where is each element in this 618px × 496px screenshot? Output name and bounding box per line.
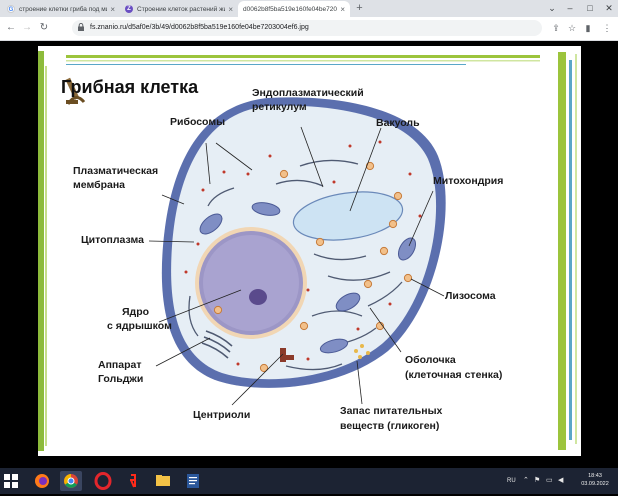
close-icon[interactable]: ✕: [605, 3, 613, 13]
label-golgi-line1: Аппарат: [98, 359, 142, 371]
tab-title: Строение клеток растений живо: [137, 5, 226, 13]
tab-title: строение клетки гриба под мик: [19, 5, 108, 13]
clock-date: 03.09.2022: [581, 481, 609, 487]
chrome-icon[interactable]: [60, 471, 82, 491]
menu-icon[interactable]: ⋮: [602, 23, 612, 33]
label-cytoplasm: Цитоплазма: [81, 234, 144, 246]
label-mitochondria: Митохондрия: [433, 175, 504, 187]
reload-icon[interactable]: ↻: [39, 22, 49, 33]
site-icon: Z: [125, 5, 133, 13]
tray-flag-icon[interactable]: ⚑: [534, 477, 541, 484]
tab-search[interactable]: G строение клетки гриба под мик ×: [2, 1, 120, 17]
label-lysosome: Лизосома: [445, 290, 496, 302]
label-membrane-line1: Плазматическая: [73, 165, 159, 177]
tab-strip: G строение клетки гриба под мик × Z Стро…: [0, 0, 618, 17]
close-tab-icon[interactable]: ×: [340, 4, 345, 14]
browser-toolbar: ← → ↻ fs.znanio.ru/d5af0e/3b/49/d0062b8f…: [0, 17, 618, 41]
new-tab-button[interactable]: +: [356, 2, 363, 14]
cell-diagram-image: [38, 46, 581, 456]
lock-icon: [78, 23, 84, 31]
tab-image[interactable]: d0062b8f5ba519e160fe04be7203 ×: [238, 1, 350, 17]
page-viewport: Грибная клетка Рибосомы Эндоплазматическ…: [0, 41, 618, 468]
files-icon[interactable]: [152, 471, 174, 491]
tab-cells[interactable]: Z Строение клеток растений живо ×: [120, 1, 238, 17]
label-centrioles: Центриоли: [193, 409, 251, 421]
forward-icon[interactable]: →: [22, 22, 32, 33]
document-icon[interactable]: [182, 471, 204, 491]
taskbar: RU ⌃ ⚑ ▭ ◀ 18:43 03.09.2022: [0, 468, 618, 494]
opera-icon[interactable]: [92, 471, 114, 491]
label-glycogen-line2: веществ (гликоген): [340, 420, 440, 432]
share-icon[interactable]: ⇪: [552, 23, 560, 33]
tab-title: d0062b8f5ba519e160fe04be7203: [243, 5, 338, 13]
label-vacuole: Вакуоль: [376, 117, 420, 129]
url-text: fs.znanio.ru/d5af0e/3b/49/d0062b8f5ba519…: [90, 24, 309, 31]
close-tab-icon[interactable]: ×: [110, 4, 115, 14]
label-wall-line1: Оболочка: [405, 354, 456, 366]
label-golgi-line2: Гольджи: [98, 373, 144, 385]
firefox-icon[interactable]: [31, 471, 53, 491]
label-wall-line2: (клеточная стенка): [405, 369, 503, 381]
label-nucleus-line1: Ядро: [122, 306, 150, 318]
label-ribosomes: Рибосомы: [170, 116, 226, 128]
yandex-icon[interactable]: [122, 471, 144, 491]
cell-illustration: [38, 51, 577, 451]
label-nucleus-line2: с ядрышком: [107, 320, 172, 332]
sidebar-icon[interactable]: ▮: [585, 23, 591, 33]
network-icon[interactable]: ▭: [546, 477, 553, 484]
close-tab-icon[interactable]: ×: [228, 4, 233, 14]
label-er-line2: ретикулум: [252, 101, 307, 113]
address-bar[interactable]: fs.znanio.ru/d5af0e/3b/49/d0062b8f5ba519…: [72, 20, 542, 36]
label-glycogen-line1: Запас питательных: [340, 405, 443, 417]
clock-time: 18:43: [588, 473, 602, 479]
dropdown-icon[interactable]: ⌄: [548, 3, 556, 13]
volume-icon[interactable]: ◀: [558, 477, 564, 484]
tray-arrow-icon[interactable]: ⌃: [523, 477, 529, 484]
start-icon[interactable]: [4, 474, 18, 488]
label-membrane-line2: мембрана: [73, 179, 126, 191]
bookmark-icon[interactable]: ☆: [567, 23, 577, 33]
maximize-icon[interactable]: □: [587, 3, 593, 13]
minimize-icon[interactable]: –: [567, 3, 573, 13]
google-icon: G: [7, 5, 15, 13]
back-icon[interactable]: ←: [6, 22, 16, 33]
clock[interactable]: 18:43 03.09.2022: [576, 472, 614, 488]
label-er-line1: Эндоплазматический: [252, 87, 364, 99]
diagram-title: Грибная клетка: [61, 77, 199, 97]
tray-language[interactable]: RU: [507, 478, 516, 484]
